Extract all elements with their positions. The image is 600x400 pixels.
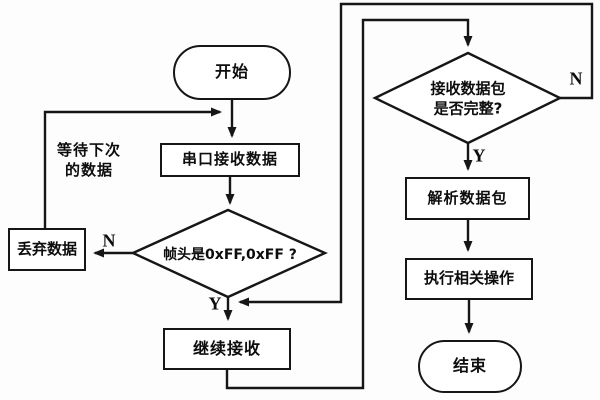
- header-check-yes-label: Y: [208, 293, 222, 314]
- header-check-diamond: [130, 208, 328, 299]
- parse-packet-label: 解析数据包: [427, 188, 508, 207]
- end-label: 结束: [452, 356, 487, 376]
- packet-check-label: 接收数据包 是否完整?: [430, 80, 505, 119]
- packet-check-line2: 是否完整?: [433, 99, 503, 117]
- serial-receive-label: 串口接收数据: [181, 150, 278, 169]
- discard-node: 丢弃数据: [8, 228, 86, 271]
- arrow-discard-loop-back: [43, 107, 222, 228]
- discard-label: 丢弃数据: [16, 239, 77, 258]
- packet-check-yes-label: Y: [472, 145, 486, 166]
- end-node: 结束: [418, 340, 522, 393]
- continue-receive-node: 继续接收: [163, 328, 291, 370]
- packet-check-line1: 接收数据包: [430, 79, 506, 98]
- arrow-packetcheck-no-loop: [238, 2, 594, 307]
- header-check-label: 帧头是0xFF,0xFF ?: [163, 246, 297, 263]
- packet-check-no-label: N: [569, 68, 583, 89]
- start-node: 开始: [173, 45, 291, 100]
- packet-check-diamond: [372, 51, 563, 145]
- start-label: 开始: [214, 62, 249, 82]
- wait-note-line1: 等待下次: [56, 140, 122, 159]
- header-check-no-label: N: [102, 230, 116, 251]
- execute-ops-label: 执行相关操作: [423, 269, 514, 288]
- wait-note-line2: 的数据: [64, 161, 114, 179]
- arrow-continue-to-packetcheck: [225, 18, 473, 390]
- serial-receive-node: 串口接收数据: [160, 143, 300, 177]
- execute-ops-node: 执行相关操作: [405, 258, 533, 300]
- wait-next-data-note: 等待下次 的数据: [57, 140, 121, 181]
- continue-receive-label: 继续接收: [192, 338, 261, 358]
- parse-packet-node: 解析数据包: [405, 177, 530, 220]
